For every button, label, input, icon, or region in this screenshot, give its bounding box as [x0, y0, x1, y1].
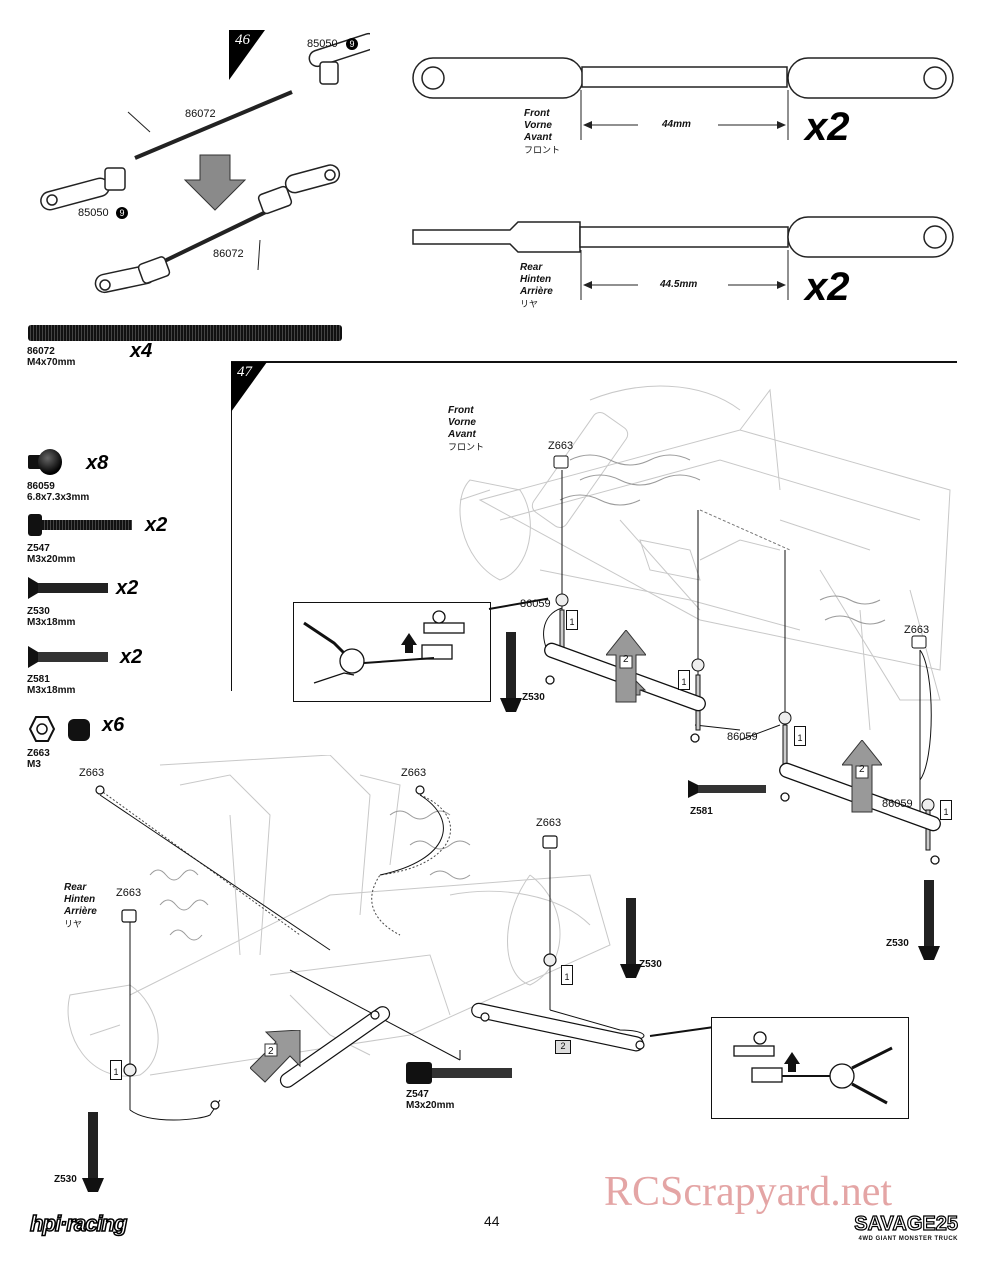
screw-icon [918, 880, 940, 960]
step-ref-box: 1 [678, 670, 690, 690]
part-z530-qty: x2 [116, 577, 139, 599]
label-z663: Z663 [401, 767, 427, 779]
step-ref-box: 1 [794, 726, 806, 746]
part-86059-code: 86059 [27, 481, 55, 492]
part-z547-size: M3x20mm [27, 554, 76, 565]
up-arrow-icon [606, 630, 646, 703]
cap-screw-icon [406, 1062, 514, 1084]
step-46-number: 46 [235, 32, 250, 48]
part-label-86072-bottom: 86072 [213, 248, 244, 260]
part-label-85050-bottom: 85050 [78, 207, 109, 219]
rear-rod-qty: x2 [805, 265, 850, 309]
step-46-illustration [40, 32, 370, 294]
part-label-85050-top: 85050 [307, 38, 338, 50]
part-label-86072-top: 86072 [185, 108, 216, 120]
brand-logo: hpi·racing [29, 1210, 128, 1237]
diagonal-arrow-icon [250, 1030, 301, 1083]
part-z663-qty: x6 [102, 714, 125, 736]
cap-screw-shaft-icon [42, 520, 132, 530]
label-86059: 86059 [520, 598, 551, 610]
step-ref-box: 1 [566, 610, 578, 630]
flat-screw-icon [688, 780, 768, 798]
label-z530: Z530 [886, 938, 909, 949]
label-z663: Z663 [548, 440, 574, 452]
circled-number-icon: 9 [346, 38, 358, 50]
cap-screw-icon [28, 514, 42, 536]
front-rod-dimension [580, 90, 789, 140]
part-86072-size: M4x70mm [27, 357, 76, 368]
step-47-number: 47 [237, 364, 252, 380]
label-z530: Z530 [639, 959, 662, 970]
diagonal-arrow-number: 2 [268, 1046, 274, 1057]
step-46-badge: 46 [229, 30, 265, 80]
part-86072-code: 86072 [27, 346, 55, 357]
circled-number-icon: 9 [116, 207, 128, 219]
label-z530: Z530 [522, 692, 545, 703]
label-z581: Z581 [690, 806, 713, 817]
step-ref-box: 1 [940, 800, 952, 820]
label-z663: Z663 [79, 767, 105, 779]
label-z547-size: M3x20mm [406, 1100, 455, 1111]
part-z663-code: Z663 [27, 748, 50, 759]
up-arrow-number: 2 [623, 654, 629, 665]
part-86072-qty: x4 [130, 340, 153, 362]
step-46-triangle [229, 30, 265, 80]
up-arrow-number: 2 [859, 764, 865, 775]
part-z547-code: Z547 [27, 543, 50, 554]
step-47-badge: 47 [231, 362, 267, 412]
up-arrow-icon [842, 740, 882, 813]
front-rod-qty: x2 [805, 105, 850, 149]
screw-icon [620, 898, 642, 978]
front-rod-length: 44mm [662, 119, 691, 130]
rear-rod-dimension [580, 250, 789, 300]
page-number: 44 [484, 1213, 500, 1229]
step-ref-box: 2 [555, 1040, 571, 1054]
step-47-divider [231, 361, 957, 363]
step-ref-box: 1 [561, 965, 573, 985]
part-86059-qty: x8 [86, 452, 109, 474]
part-z663-size: M3 [27, 759, 41, 770]
label-z663: Z663 [536, 817, 562, 829]
label-86059: 86059 [727, 731, 758, 743]
watermark: RCScrapyard.net [604, 1169, 893, 1215]
flat-head-screw-icon [28, 646, 108, 668]
part-z581-size: M3x18mm [27, 685, 76, 696]
label-z547-code: Z547 [406, 1089, 429, 1100]
part-z581-qty: x2 [120, 646, 143, 668]
threaded-rod-icon [28, 325, 342, 341]
step-47-vertical-rule [231, 361, 232, 691]
ball-icon [38, 449, 62, 475]
rear-chassis-illustration [67, 755, 611, 1077]
product-logo: SAVAGE25 4WD GIANT MONSTER TRUCK [854, 1212, 959, 1242]
label-z663: Z663 [904, 624, 930, 636]
label-86059: 86059 [882, 798, 913, 810]
part-z530-code: Z530 [27, 606, 50, 617]
part-z547-qty: x2 [145, 514, 168, 536]
countersunk-screw-icon [28, 577, 108, 599]
rear-assembly-lines [95, 785, 645, 1121]
screw-icon [82, 1112, 104, 1192]
part-86059-size: 6.8x7.3x3mm [27, 492, 90, 503]
part-z581-code: Z581 [27, 674, 50, 685]
rear-rod-template [412, 216, 954, 258]
label-z663: Z663 [116, 887, 142, 899]
screw-icon [500, 632, 522, 712]
detail-inset-front [293, 602, 491, 702]
step-ref-box: 1 [110, 1060, 122, 1080]
nylon-nut-icon [28, 716, 90, 742]
part-z530-size: M3x18mm [27, 617, 76, 628]
rear-rod-length: 44.5mm [660, 279, 698, 290]
front-rod-template [412, 57, 954, 99]
detail-inset-rear [711, 1017, 909, 1119]
label-z530: Z530 [54, 1174, 77, 1185]
